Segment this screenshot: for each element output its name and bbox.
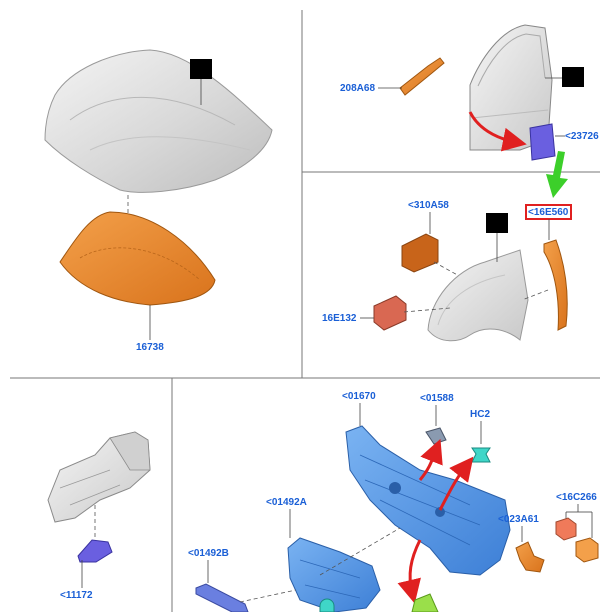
- hc2-part[interactable]: [471, 447, 491, 463]
- door-bracket-part[interactable]: [399, 57, 445, 96]
- label-fender-seal[interactable]: 16E132: [322, 313, 357, 324]
- label-door-bracket[interactable]: 208A68: [340, 83, 375, 94]
- label-dash-blocks[interactable]: <16C266: [556, 492, 597, 503]
- link-arrow-icon[interactable]: [562, 67, 584, 87]
- fender-part[interactable]: [427, 249, 529, 342]
- console-bracket-part[interactable]: [77, 539, 113, 563]
- fender-insulator-part[interactable]: [543, 239, 568, 331]
- label-door-pad[interactable]: <23726: [565, 131, 599, 142]
- panel-console: <11172: [47, 431, 151, 601]
- label-hood-insulator[interactable]: 16738: [136, 342, 164, 353]
- fender-pad-part[interactable]: [401, 233, 439, 273]
- label-fender-pad[interactable]: <310A58: [408, 200, 449, 211]
- label-dash-bracket[interactable]: <023A61: [498, 514, 539, 525]
- dash-panel-part[interactable]: [345, 425, 511, 576]
- panel-hood: 16738: [44, 49, 273, 353]
- link-arrow-icon[interactable]: [190, 59, 212, 79]
- dash-lower-bar-part[interactable]: [195, 583, 249, 612]
- label-dash-panel[interactable]: <01670: [342, 391, 376, 402]
- door-pad-part[interactable]: [529, 123, 556, 161]
- red-curved-arrow: [397, 539, 422, 604]
- label-fender-insulator[interactable]: <16E560: [528, 207, 569, 218]
- label-dash-lower-bar[interactable]: <01492B: [188, 548, 229, 559]
- fender-seal-part[interactable]: [373, 295, 407, 331]
- panel-dividers: [10, 10, 600, 612]
- label-dash-hc2[interactable]: HC2: [470, 409, 490, 420]
- dash-lower-part-green[interactable]: [411, 593, 439, 612]
- highlight-box: [525, 204, 572, 220]
- label-dash-left-panel[interactable]: <01492A: [266, 497, 307, 508]
- dash-left-panel-part[interactable]: [287, 537, 381, 612]
- dash-block-part[interactable]: [575, 537, 599, 563]
- panel-fender: <310A58 16E132 <16E560: [322, 200, 572, 342]
- dash-clip-part[interactable]: [425, 427, 447, 445]
- red-curved-arrow: [468, 111, 527, 152]
- dash-bracket-part[interactable]: [515, 541, 545, 573]
- dash-block-part[interactable]: [555, 517, 577, 541]
- hood-insulator-part[interactable]: [59, 211, 216, 306]
- hood-part[interactable]: [44, 49, 273, 193]
- link-arrow-icon[interactable]: [486, 213, 508, 233]
- red-curved-arrow: [438, 456, 474, 511]
- panel-dash: <01670 <01588 HC2 <01492A <01492B <023A6…: [188, 391, 599, 612]
- panel-door: 208A68 <23726: [340, 24, 599, 198]
- label-dash-clip[interactable]: <01588: [420, 393, 454, 404]
- label-console-part[interactable]: <11172: [60, 590, 93, 601]
- red-curved-arrow: [418, 438, 443, 481]
- green-callout-arrow: [546, 151, 568, 198]
- dash-lower-part-teal[interactable]: [319, 598, 335, 612]
